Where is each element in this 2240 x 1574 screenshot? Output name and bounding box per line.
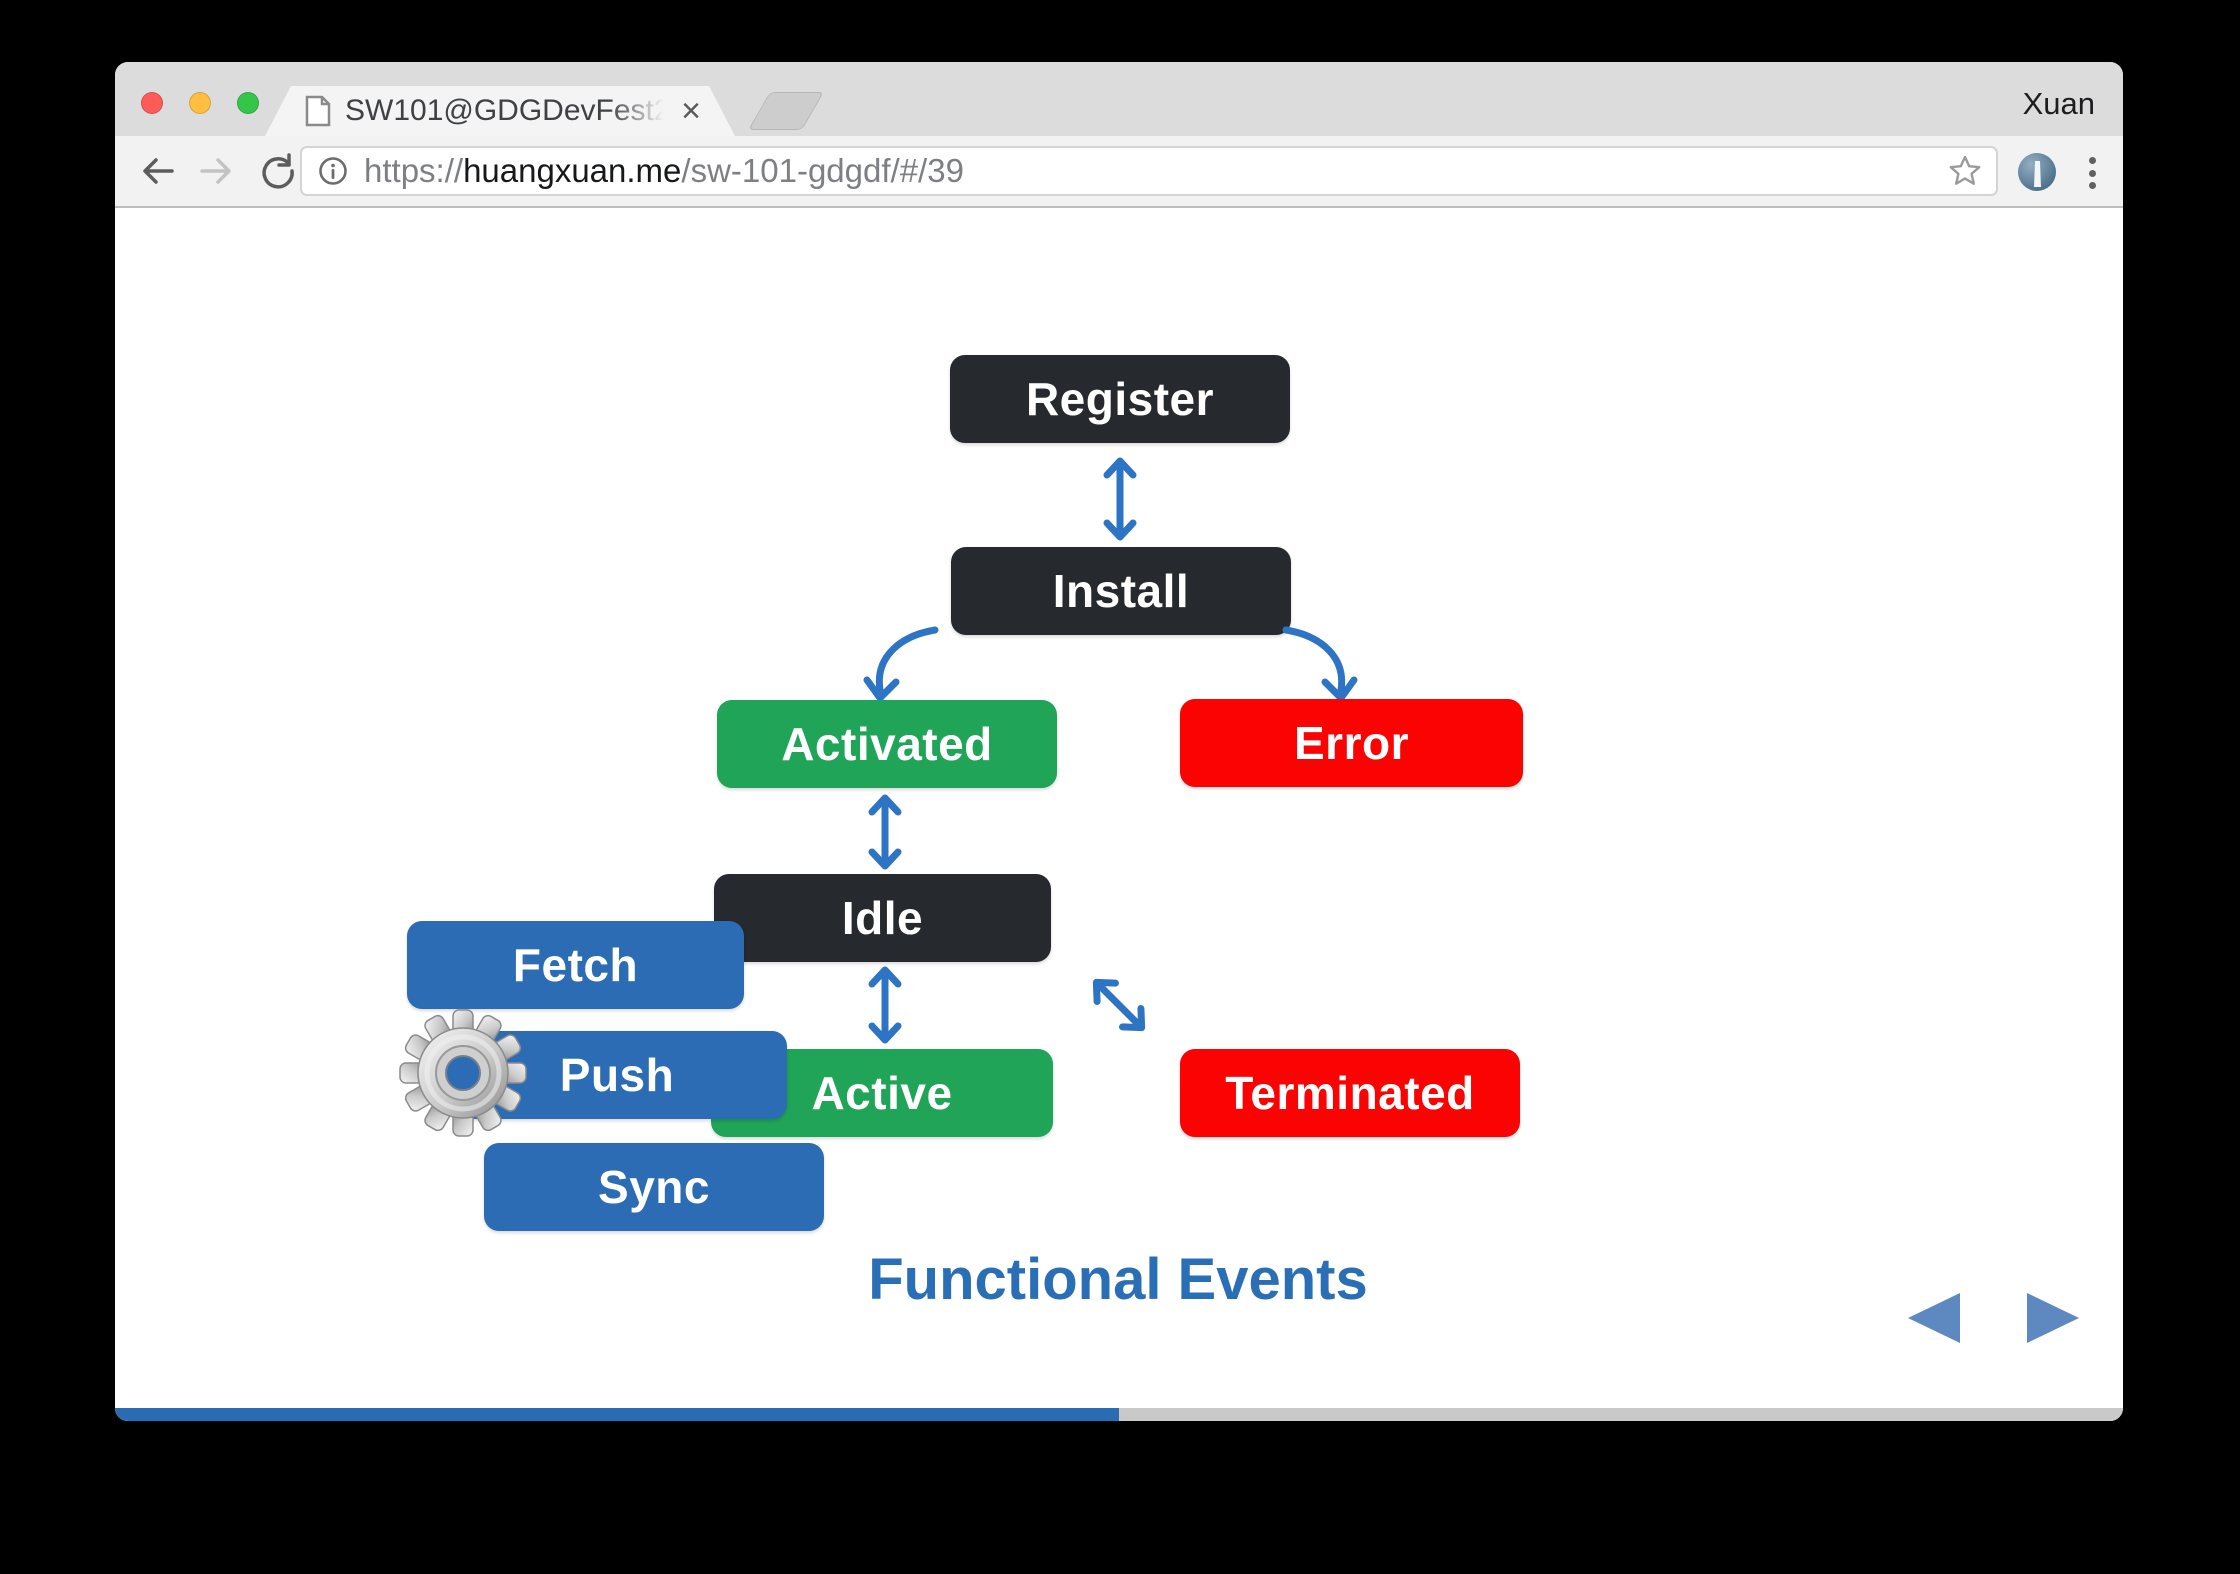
bookmark-star-icon[interactable] [1948,154,1982,188]
reload-icon[interactable] [259,152,297,190]
slide-area: Register Install [115,208,2123,1421]
node-terminated: Terminated [1180,1049,1520,1137]
double-arrow-register-install-icon [1102,456,1138,542]
url-host: huangxuan.me [463,152,682,189]
browser-window: SW101@GDGDevFest2016 - ( × Xuan [115,62,2123,1421]
double-arrow-idle-active-icon [867,966,903,1044]
gear-icon [399,1009,527,1137]
traffic-light-close-button[interactable] [141,92,163,114]
node-fetch: Fetch [407,921,744,1009]
browser-tab[interactable]: SW101@GDGDevFest2016 - ( × [265,86,735,136]
profile-avatar[interactable] [2018,153,2056,191]
curved-arrow-install-activated-icon [863,620,943,710]
back-icon[interactable] [139,152,177,190]
slide-caption: Functional Events [868,1247,1368,1312]
traffic-light-minimize-button[interactable] [189,92,211,114]
new-tab-button[interactable] [748,92,824,130]
node-error: Error [1180,699,1523,787]
traffic-light-zoom-button[interactable] [237,92,259,114]
kebab-menu-icon[interactable] [2087,151,2097,195]
browser-toolbar: https://huangxuan.me/sw-101-gdgdf/#/39 [115,136,2123,208]
double-arrow-activated-idle-icon [867,794,903,870]
info-icon[interactable] [318,156,348,186]
node-idle: Idle [714,874,1051,962]
tab-title: SW101@GDGDevFest2016 - ( [345,94,668,127]
curved-arrow-install-error-icon [1278,620,1358,710]
node-activated: Activated [717,700,1057,788]
forward-icon[interactable] [197,152,235,190]
page-favicon-icon [305,95,331,127]
url-scheme: https:// [364,152,464,189]
url-path: /sw-101-gdgdf/#/39 [681,152,964,189]
url-text: https://huangxuan.me/sw-101-gdgdf/#/39 [364,152,964,190]
prev-slide-button[interactable] [1908,1293,1960,1343]
profile-name-label: Xuan [2022,86,2095,121]
node-register: Register [950,355,1290,443]
tab-strip: SW101@GDGDevFest2016 - ( × Xuan [115,62,2123,136]
progress-fill [115,1408,1119,1421]
next-slide-button[interactable] [2027,1293,2079,1343]
node-install: Install [951,547,1291,635]
tab-close-icon[interactable]: × [681,92,701,130]
progress-bar[interactable] [115,1408,2123,1421]
double-arrow-idle-terminated-icon [1081,967,1157,1043]
node-sync: Sync [484,1143,824,1231]
address-bar-input[interactable]: https://huangxuan.me/sw-101-gdgdf/#/39 [300,146,1998,196]
